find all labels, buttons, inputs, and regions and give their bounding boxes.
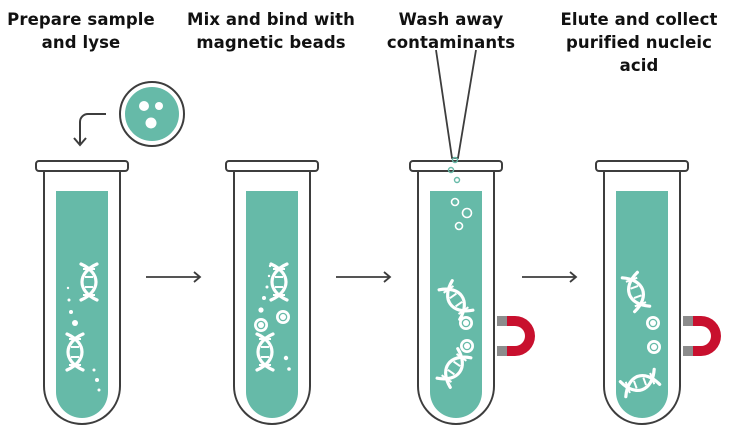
particle: [69, 310, 73, 314]
step-title-prepare: Prepare sample and lyse: [7, 10, 155, 52]
step-title-elute: Elute and collect purified nucleic acid: [560, 10, 718, 75]
particle: [258, 307, 264, 313]
magnetic-bead-icon: [646, 316, 660, 330]
particle: [265, 285, 269, 289]
particle: [72, 320, 78, 326]
magnetic-bead-icon: [647, 340, 661, 354]
pipette-icon: [435, 49, 477, 184]
right-arrow-icon: [522, 271, 578, 283]
magnetic-bead-icon: [460, 339, 474, 353]
particle: [268, 264, 272, 268]
particle: [95, 378, 99, 382]
step-title-wash: Wash away contaminants: [386, 10, 516, 52]
particle: [92, 368, 96, 372]
magnetic-bead-icon: [459, 316, 473, 330]
magnetic-bead-icon: [254, 318, 268, 332]
step-title-bind: Mix and bind with magnetic beads: [187, 10, 355, 52]
particle: [287, 367, 291, 371]
right-arrow-icon: [146, 271, 202, 283]
sample-dish-icon: [119, 81, 185, 147]
right-arrow-icon: [336, 271, 392, 283]
bubble: [461, 207, 473, 219]
test-tube-icon: [35, 160, 129, 425]
test-tube-icon: [409, 160, 503, 425]
horseshoe-magnet-icon: [497, 316, 535, 356]
particle: [283, 355, 289, 361]
test-tube-icon: [225, 160, 319, 425]
particle: [66, 286, 70, 290]
particle: [97, 388, 101, 392]
bent-arrow-down-icon: [73, 113, 106, 147]
particle: [67, 298, 71, 302]
particle: [267, 274, 271, 278]
magnetic-bead-icon: [276, 310, 290, 324]
horseshoe-magnet-icon: [683, 316, 721, 356]
bubble: [454, 221, 464, 231]
bubble: [450, 197, 460, 207]
particle: [262, 296, 266, 300]
